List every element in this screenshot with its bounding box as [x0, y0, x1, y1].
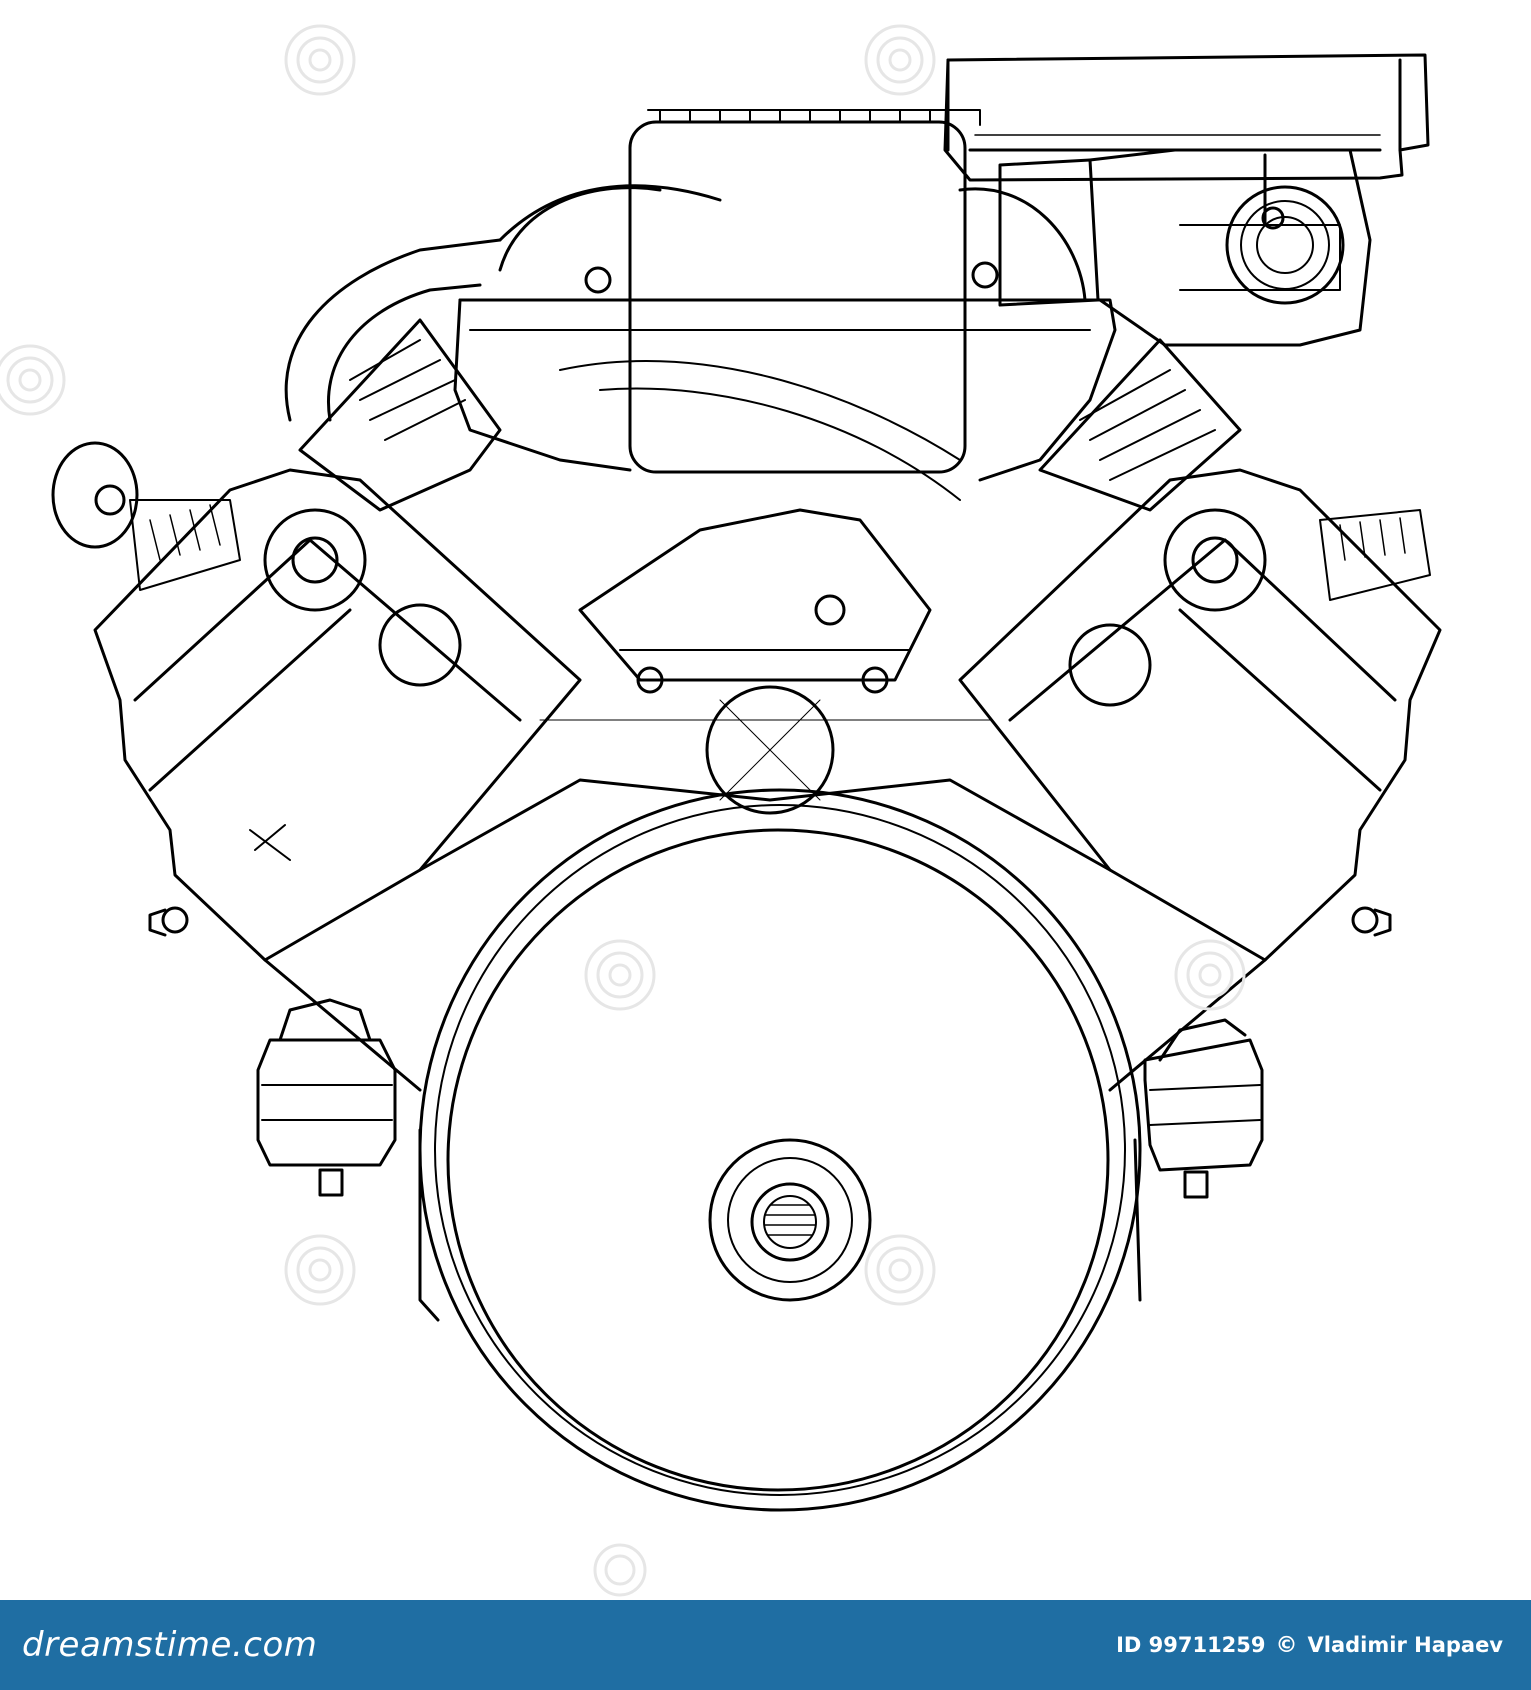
engine-illustration: [51, 53, 1442, 1512]
right-valve-cover: [1038, 338, 1242, 512]
engine-block: [263, 778, 1267, 1092]
radiator-hose: [284, 184, 722, 422]
air-intake-box: [943, 53, 1430, 182]
copyright-icon: ©: [1275, 1632, 1298, 1658]
engine-drawing: [51, 53, 1442, 1512]
left-valve-cover: [298, 318, 502, 512]
left-sensor: [51, 441, 241, 591]
intake-pipe: [453, 186, 1117, 501]
tensioner-pulley: [998, 148, 1372, 347]
left-engine-mount: [256, 998, 397, 1197]
right-cylinder-bank: [958, 468, 1442, 962]
timing-cover: [539, 508, 991, 815]
image-credit: ID 99711259 © Vladimir Hapaev: [1116, 1633, 1503, 1658]
brand-logo[interactable]: dreamstime.com: [22, 1625, 318, 1665]
right-engine-mount: [1143, 1018, 1264, 1199]
crankshaft-pulley: [418, 788, 1142, 1512]
author-name[interactable]: Vladimir Hapaev: [1307, 1633, 1503, 1657]
image-id: ID 99711259: [1116, 1633, 1266, 1657]
right-sensor: [1319, 509, 1431, 601]
throttle-body: [628, 109, 981, 474]
left-cylinder-bank: [93, 468, 582, 962]
footer-bar: dreamstime.com ID 99711259 © Vladimir Ha…: [0, 1600, 1531, 1690]
